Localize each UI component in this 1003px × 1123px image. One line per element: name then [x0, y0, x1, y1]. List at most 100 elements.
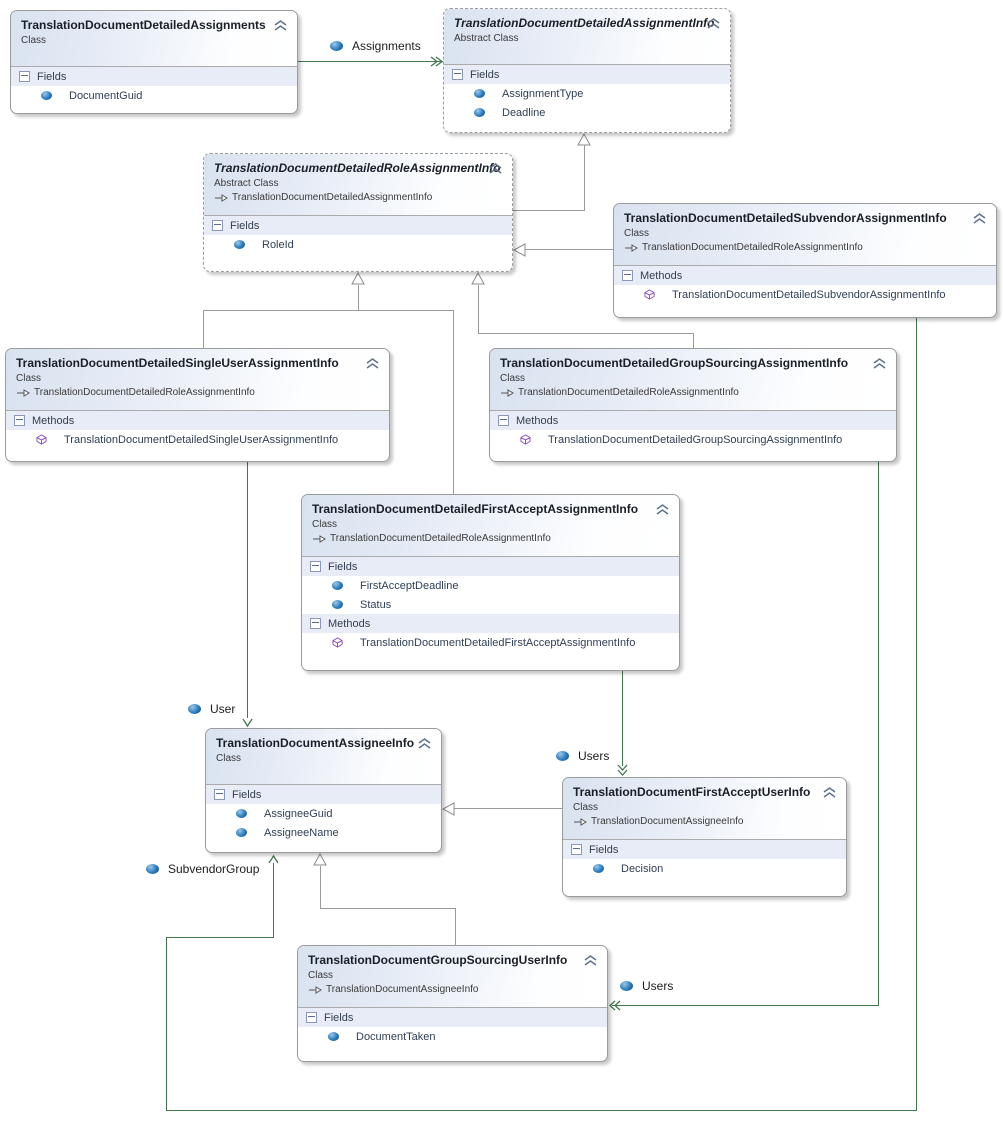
- field-row[interactable]: AssigneeGuid: [206, 804, 441, 823]
- methods-section-header[interactable]: Methods: [302, 614, 679, 633]
- field-row[interactable]: DocumentTaken: [298, 1027, 607, 1046]
- method-row[interactable]: TranslationDocumentDetailedSubvendorAssi…: [614, 285, 996, 304]
- subvendorgroup-association-line[interactable]: [166, 1110, 917, 1111]
- subvendorgroup-association-line[interactable]: [916, 318, 917, 1110]
- class-box-detailed-assignment-info[interactable]: TranslationDocumentDetailedAssignmentInf…: [443, 8, 731, 133]
- assignments-association-line[interactable]: [298, 61, 443, 62]
- inheritance-line-groupsourcinguser-to-assignee[interactable]: [455, 908, 456, 945]
- association-label-text: User: [210, 702, 236, 716]
- class-box-detailed-first-accept-assignment-info[interactable]: TranslationDocumentDetailedFirstAcceptAs…: [301, 494, 680, 671]
- field-row[interactable]: Status: [302, 595, 679, 614]
- field-row[interactable]: RoleId: [204, 235, 512, 254]
- inheritance-line-subvendor-to-role[interactable]: [525, 249, 613, 250]
- fields-section-header[interactable]: Fields: [204, 216, 512, 235]
- inheritance-line-groupsourcinguser-to-assignee[interactable]: [320, 866, 321, 908]
- collapse-minus-icon[interactable]: [14, 415, 25, 426]
- class-box-detailed-role-assignment-info[interactable]: TranslationDocumentDetailedRoleAssignmen…: [203, 153, 513, 272]
- field-row[interactable]: AssigneeName: [206, 823, 441, 842]
- subvendorgroup-association-line[interactable]: [166, 937, 167, 1110]
- class-title: TranslationDocumentDetailedAssignmentInf…: [454, 16, 715, 30]
- class-header: TranslationDocumentDetailedAssignmentInf…: [444, 9, 730, 65]
- inheritance-line-groupsourcinguser-to-assignee[interactable]: [320, 908, 456, 909]
- collapse-chevron-icon[interactable]: [873, 358, 886, 369]
- users-association-line-firstaccept[interactable]: [622, 671, 623, 766]
- user-association-label[interactable]: User: [188, 702, 235, 716]
- collapse-minus-icon[interactable]: [212, 220, 223, 231]
- inheritance-line-singleuser-to-role[interactable]: [358, 285, 359, 310]
- association-arrow-up-icon: [268, 854, 279, 864]
- method-row[interactable]: TranslationDocumentDetailedSingleUserAss…: [6, 430, 389, 449]
- class-kind: Class: [500, 373, 526, 384]
- users-association-label-firstaccept[interactable]: Users: [556, 749, 609, 763]
- field-row[interactable]: AssignmentType: [444, 84, 730, 103]
- field-name: FirstAcceptDeadline: [360, 579, 459, 592]
- method-row[interactable]: TranslationDocumentDetailedGroupSourcing…: [490, 430, 896, 449]
- collapse-chevron-icon[interactable]: [656, 504, 669, 515]
- collapse-chevron-icon[interactable]: [418, 738, 431, 749]
- collapse-minus-icon[interactable]: [306, 1012, 317, 1023]
- field-row[interactable]: Deadline: [444, 103, 730, 122]
- users-association-line-groupsourcing[interactable]: [878, 462, 879, 1005]
- fields-section-header[interactable]: Fields: [206, 785, 441, 804]
- class-kind: Class: [312, 519, 338, 530]
- inheritance-line-singleuser-to-role[interactable]: [203, 310, 204, 348]
- collapse-minus-icon[interactable]: [214, 789, 225, 800]
- class-box-detailed-subvendor-assignment-info[interactable]: TranslationDocumentDetailedSubvendorAssi…: [613, 203, 997, 318]
- collapse-chevron-icon[interactable]: [274, 20, 287, 31]
- fields-section-header[interactable]: Fields: [11, 67, 297, 86]
- field-row[interactable]: FirstAcceptDeadline: [302, 576, 679, 595]
- fields-section-header[interactable]: Fields: [563, 840, 846, 859]
- collapse-minus-icon[interactable]: [310, 618, 321, 629]
- collapse-minus-icon[interactable]: [571, 844, 582, 855]
- collapse-chevron-icon[interactable]: [707, 18, 720, 29]
- class-box-detailed-single-user-assignment-info[interactable]: TranslationDocumentDetailedSingleUserAss…: [5, 348, 390, 462]
- subvendorgroup-association-line[interactable]: [166, 937, 274, 938]
- methods-section-header[interactable]: Methods: [614, 266, 996, 285]
- inheritance-line-firstacceptuser-to-assignee[interactable]: [454, 808, 562, 809]
- inheritance-line-singleuser-to-role[interactable]: [203, 310, 454, 311]
- collapse-minus-icon[interactable]: [310, 561, 321, 572]
- subvendorgroup-association-line[interactable]: [273, 863, 274, 937]
- collapse-minus-icon[interactable]: [622, 270, 633, 281]
- collapse-chevron-icon[interactable]: [366, 358, 379, 369]
- class-box-detailed-assignments[interactable]: TranslationDocumentDetailedAssignments C…: [10, 10, 298, 114]
- collapse-chevron-icon[interactable]: [823, 787, 836, 798]
- field-row[interactable]: Decision: [563, 859, 846, 878]
- subvendorgroup-association-label[interactable]: SubvendorGroup: [146, 862, 259, 876]
- methods-section-header[interactable]: Methods: [6, 411, 389, 430]
- collapse-chevron-icon[interactable]: [584, 955, 597, 966]
- inheritance-line-role-to-assignmentinfo[interactable]: [513, 210, 585, 211]
- field-name: Decision: [621, 862, 664, 875]
- inheritance-line-firstaccept-to-role[interactable]: [453, 310, 454, 494]
- assignments-association-label[interactable]: Assignments: [330, 39, 421, 53]
- users-association-line-groupsourcing[interactable]: [612, 1005, 879, 1006]
- users-association-label-groupsourcing[interactable]: Users: [620, 979, 673, 993]
- inheritance-line-groupsourcing-to-role[interactable]: [478, 285, 479, 333]
- class-box-first-accept-user-info[interactable]: TranslationDocumentFirstAcceptUserInfo C…: [562, 777, 847, 897]
- association-double-arrow-down-icon: [617, 764, 628, 776]
- fields-section-header[interactable]: Fields: [302, 557, 679, 576]
- inheritance-line-groupsourcing-to-role[interactable]: [478, 333, 694, 334]
- field-row[interactable]: DocumentGuid: [11, 86, 297, 105]
- collapse-minus-icon[interactable]: [19, 71, 30, 82]
- collapse-chevron-icon[interactable]: [973, 213, 986, 224]
- method-icon: [36, 434, 47, 445]
- user-association-line[interactable]: [247, 462, 248, 718]
- methods-section-header[interactable]: Methods: [490, 411, 896, 430]
- class-box-detailed-group-sourcing-assignment-info[interactable]: TranslationDocumentDetailedGroupSourcing…: [489, 348, 897, 462]
- class-title: TranslationDocumentDetailedSingleUserAss…: [16, 356, 339, 370]
- field-name: RoleId: [262, 238, 294, 251]
- class-box-assignee-info[interactable]: TranslationDocumentAssigneeInfo Class Fi…: [205, 728, 442, 853]
- base-class-ref: TranslationDocumentDetailedRoleAssignmen…: [624, 241, 970, 255]
- field-name: Deadline: [502, 106, 546, 119]
- inheritance-line-groupsourcing-to-role[interactable]: [693, 333, 694, 348]
- collapse-minus-icon[interactable]: [452, 69, 463, 80]
- fields-section-header[interactable]: Fields: [444, 65, 730, 84]
- inheritance-line-role-to-assignmentinfo[interactable]: [584, 145, 585, 210]
- collapse-chevron-icon[interactable]: [489, 163, 502, 174]
- collapse-minus-icon[interactable]: [498, 415, 509, 426]
- fields-section-header[interactable]: Fields: [298, 1008, 607, 1027]
- method-row[interactable]: TranslationDocumentDetailedFirstAcceptAs…: [302, 633, 679, 652]
- class-box-group-sourcing-user-info[interactable]: TranslationDocumentGroupSourcingUserInfo…: [297, 945, 608, 1062]
- inherits-arrow-icon: [501, 389, 514, 397]
